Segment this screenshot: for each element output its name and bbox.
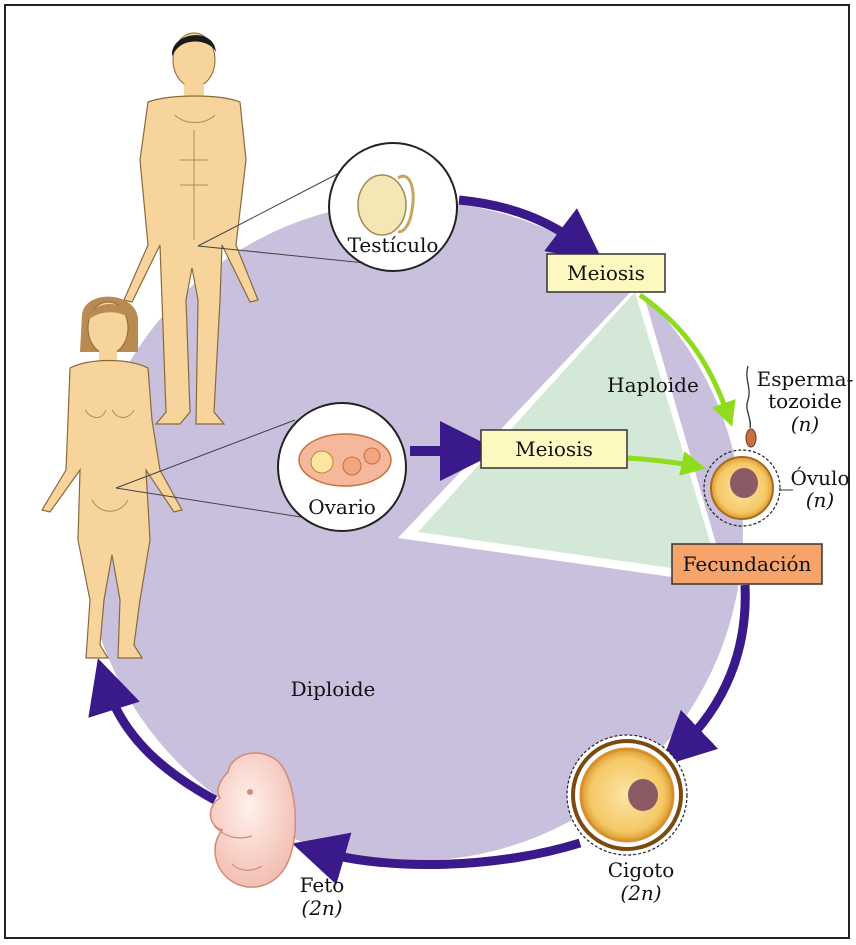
fetus-ploidy: (2n) bbox=[301, 896, 342, 920]
haploid-label: Haploide bbox=[607, 373, 699, 397]
ovum-ploidy: (n) bbox=[806, 488, 835, 512]
testis-label: Testículo bbox=[348, 233, 439, 257]
sperm-ploidy: (n) bbox=[791, 412, 820, 436]
fertilization-label: Fecundación bbox=[683, 552, 812, 576]
sperm-label-line2: tozoide bbox=[768, 389, 842, 413]
meiosis-label-female: Meiosis bbox=[515, 437, 593, 461]
ovum-label: Óvulo bbox=[790, 465, 849, 490]
sperm-illustration bbox=[746, 366, 756, 447]
sperm-label-line1: Esperma- bbox=[757, 367, 854, 391]
diploid-label: Diploide bbox=[291, 677, 376, 701]
ovary-label: Ovario bbox=[308, 495, 376, 519]
fetus-label: Feto bbox=[300, 873, 345, 897]
zygote-ploidy: (2n) bbox=[620, 881, 661, 905]
meiosis-label-male: Meiosis bbox=[567, 261, 645, 285]
zygote-label: Cigoto bbox=[608, 858, 675, 882]
zygote-illustration bbox=[567, 735, 687, 855]
